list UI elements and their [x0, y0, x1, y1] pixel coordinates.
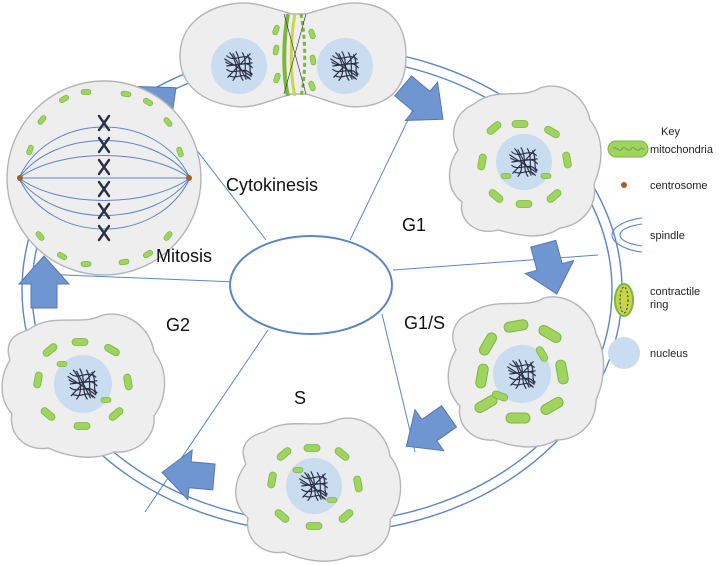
phase-label-mitosis: Mitosis: [156, 246, 212, 266]
mitochondria-icon: [607, 140, 649, 158]
centrosome-icon: [621, 182, 627, 188]
legend-label-mitochondria: mitochondria: [650, 144, 714, 156]
spindle-icon: [611, 217, 643, 253]
contractile-ring-icon: [614, 283, 634, 317]
arrow-g1-to-g1s: [518, 236, 582, 301]
arrow-g1s-to-s: [391, 395, 464, 468]
phase-label-g1s: G1/S: [404, 313, 445, 333]
legend-label-contractile-ring-line1: contractile: [650, 286, 700, 298]
arrow-s-to-g2: [159, 446, 217, 503]
legend-label-centrosome: centrosome: [650, 180, 707, 192]
cell-s: [235, 417, 402, 562]
legend-label-contractile-ring-line2: ring: [650, 299, 668, 311]
legend-label-nucleus: nucleus: [650, 348, 688, 360]
cell-g2: [1, 313, 166, 458]
phase-label-g1: G1: [402, 215, 426, 235]
phase-label-g2: G2: [166, 315, 190, 335]
phase-label-cytokinesis: Cytokinesis: [226, 175, 318, 195]
cell-cytokinesis: [179, 2, 407, 108]
center-ellipse: [229, 235, 393, 335]
cell-g1s: [447, 296, 605, 448]
legend-title: Key: [661, 126, 680, 138]
cell-g1: [448, 85, 602, 237]
legend-label-spindle: spindle: [650, 230, 685, 242]
nucleus-icon: [608, 337, 640, 369]
cell-mitosis: [6, 80, 202, 276]
legend: Key mitochondria centrosome spindle cont…: [607, 126, 714, 369]
phase-label-s: S: [294, 388, 306, 408]
